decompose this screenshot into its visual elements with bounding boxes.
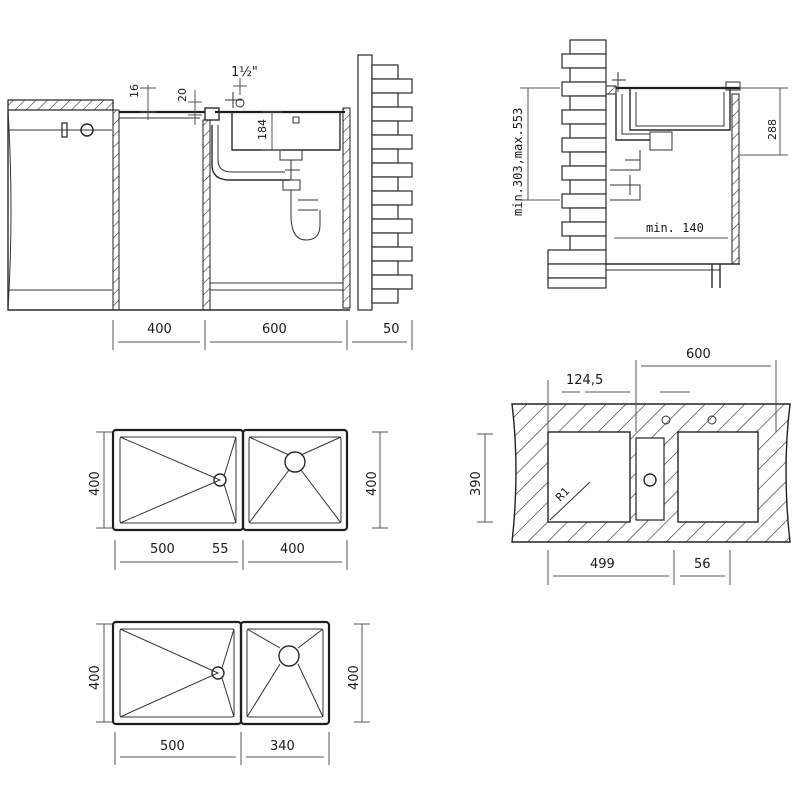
knob-icon [61,122,94,138]
sink-b-dim-height-left: 400 [88,665,103,690]
sink-b-plan: 400 400 500 340 [88,620,370,765]
brick-wall-right [357,54,413,311]
dim-min140: min. 140 [646,221,704,235]
sink-b-dim-width-right: 340 [270,739,295,754]
sink-b-dim-height-right: 400 [347,665,362,690]
dim-400: 400 [147,322,172,337]
dim-pipe: 1½" [231,65,258,80]
dim-cut-600: 600 [686,347,711,362]
sink-a-dim-height-left: 400 [88,471,103,496]
sink-a-dim-width-left: 500 [150,542,175,557]
dim-50: 50 [383,322,400,337]
dim-288: 288 [766,119,779,140]
sink-b-dim-width-left: 500 [160,739,185,754]
sink-a-dim-gap: 55 [212,542,229,557]
section-view: min.303,max.553 288 min. 140 [511,39,788,289]
sink-a-dim-height-right: 400 [365,471,380,496]
dimension-lines-side [112,78,413,350]
dim-16: 16 [128,84,141,98]
sink-a-dim-width-right: 400 [280,542,305,557]
dim-cut-499: 499 [590,557,615,572]
side-view: 16 20 1½" 184 400 600 50 [7,54,413,350]
countertop-cutout-plan: R1 600 124,5 390 499 56 [469,347,791,585]
dim-cut-56: 56 [694,557,711,572]
dim-184: 184 [256,119,269,140]
dim-600: 600 [262,322,287,337]
dim-20: 20 [176,88,189,102]
countertop-left [7,99,114,111]
dim-cut-390: 390 [469,471,484,496]
dim-height-range: min.303,max.553 [511,108,525,216]
brick-wall-section [547,39,607,289]
dim-cut-124-5: 124,5 [566,373,603,388]
sink-a-plan: 400 400 500 55 400 [88,428,388,570]
